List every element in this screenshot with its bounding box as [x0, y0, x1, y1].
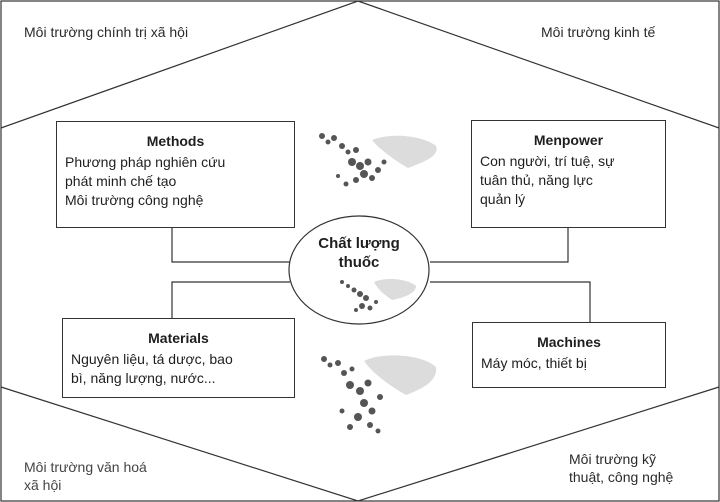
box-methods: Methods Phương pháp nghiên cứu phát minh… — [56, 121, 295, 228]
box-machines-line: Máy móc, thiết bị — [473, 354, 665, 373]
hexagon-top — [1, 1, 719, 128]
box-menpower: Menpower Con người, trí tuệ, sự tuân thủ… — [471, 120, 666, 228]
box-methods-title: Methods — [57, 132, 294, 151]
center-label: Chất lượng thuốc — [300, 234, 418, 272]
box-machines: Machines Máy móc, thiết bị — [472, 322, 666, 388]
box-machines-title: Machines — [473, 333, 665, 352]
center-label-line: thuốc — [300, 253, 418, 272]
box-menpower-line: tuân thủ, năng lực — [472, 171, 665, 190]
center-label-line: Chất lượng — [300, 234, 418, 253]
box-methods-line: Môi trường công nghệ — [57, 191, 294, 210]
label-cultural-social-line: xã hội — [24, 476, 147, 494]
label-cultural-social-line: Môi trường văn hoá — [24, 458, 147, 476]
pills-illustration-center — [332, 272, 422, 320]
label-technical: Môi trường kỹ thuật, công nghệ — [569, 450, 673, 486]
label-cultural-social: Môi trường văn hoá xã hội — [24, 458, 147, 494]
box-methods-line: phát minh chế tạo — [57, 172, 294, 191]
box-menpower-title: Menpower — [472, 131, 665, 150]
pills-illustration-bottom — [312, 345, 442, 445]
label-technical-line: thuật, công nghệ — [569, 468, 673, 486]
connector-machines — [430, 282, 590, 322]
box-materials-line: bì, năng lượng, nước... — [63, 369, 294, 388]
label-political-social: Môi trường chính trị xã hội — [24, 23, 188, 41]
box-materials: Materials Nguyên liệu, tá dược, bao bì, … — [62, 318, 295, 398]
box-materials-title: Materials — [63, 329, 294, 348]
connector-methods — [172, 228, 290, 262]
connector-menpower — [430, 228, 568, 262]
label-economic: Môi trường kinh tế — [541, 23, 655, 41]
box-menpower-line: quản lý — [472, 190, 665, 209]
box-methods-line: Phương pháp nghiên cứu — [57, 153, 294, 172]
connector-materials — [172, 282, 290, 318]
label-technical-line: Môi trường kỹ — [569, 450, 673, 468]
pills-illustration-top — [312, 122, 442, 202]
box-materials-line: Nguyên liệu, tá dược, bao — [63, 350, 294, 369]
box-menpower-line: Con người, trí tuệ, sự — [472, 152, 665, 171]
